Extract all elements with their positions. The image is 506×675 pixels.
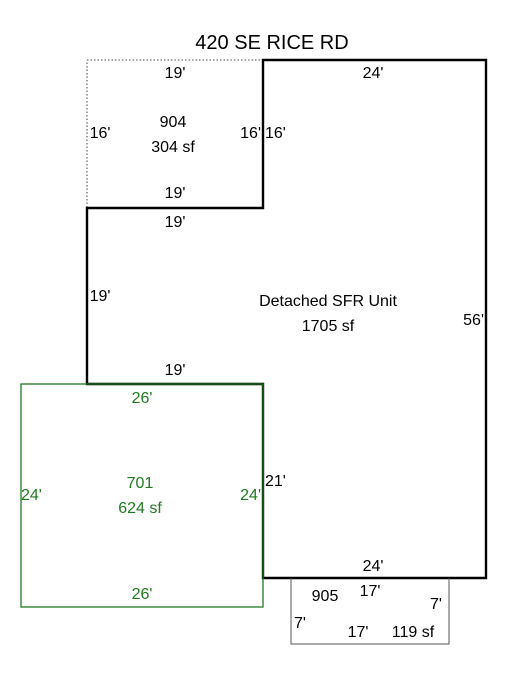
section-905-left-dim: 7': [294, 615, 306, 632]
main-notch-bottom-dim: 19': [165, 214, 186, 231]
section-904-left-dim: 16': [90, 125, 111, 142]
main-left-bottom-edge-dim: 19': [165, 362, 186, 379]
section-701-code: 701: [127, 475, 154, 492]
section-904-bottom-dim: 19': [165, 185, 186, 202]
page-title: 420 SE RICE RD: [195, 32, 348, 54]
section-905-outline: [290, 578, 450, 645]
main-unit-area: 1705 sf: [302, 318, 355, 335]
section-904-code: 904: [160, 114, 187, 131]
section-701-outline: [20, 383, 264, 608]
section-905-area: 119 sf: [392, 624, 435, 641]
section-905-code: 905: [312, 588, 339, 605]
main-left-upper-dim: 19': [90, 288, 111, 305]
section-905-bottom-dim: 17': [348, 624, 369, 641]
main-top-dim: 24': [363, 65, 384, 82]
main-lower-left-dim: 21': [265, 473, 286, 490]
main-bottom-dim: 24': [363, 558, 384, 575]
section-701-bottom-dim: 26': [132, 586, 153, 603]
section-904-area: 304 sf: [151, 139, 195, 156]
section-905-right-dim: 7': [430, 596, 442, 613]
section-904-top-dim: 19': [165, 65, 186, 82]
main-right-dim: 56': [463, 312, 484, 329]
section-701-left-dim: 24': [21, 487, 42, 504]
section-701-right-dim: 24': [240, 487, 261, 504]
main-unit-name: Detached SFR Unit: [259, 293, 397, 310]
section-701-top-dim: 26': [132, 390, 153, 407]
section-904-right-dim: 16': [240, 125, 261, 142]
section-905-top-dim: 17': [360, 583, 381, 600]
main-notch-dim: 16': [265, 125, 286, 142]
section-701-area: 624 sf: [118, 500, 162, 517]
